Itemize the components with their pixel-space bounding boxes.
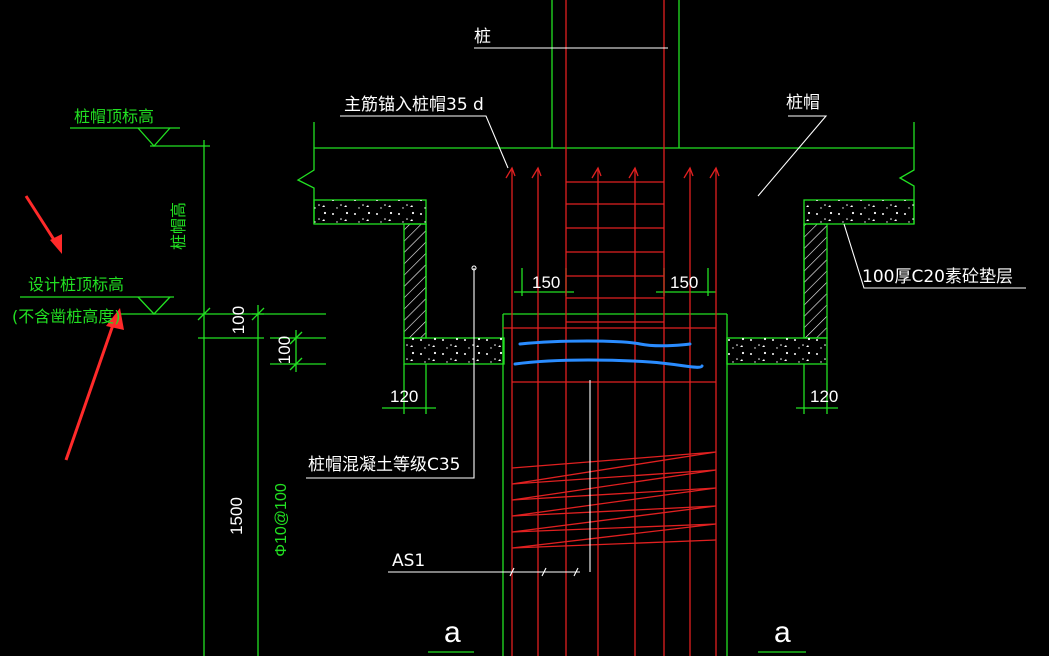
dim-150-right: 150	[670, 273, 698, 292]
label-as1: AS1	[392, 551, 425, 571]
label-rebar-spec: Φ10@100	[273, 483, 290, 557]
label-design-pile-top: 设计桩顶标高	[28, 275, 124, 294]
leader-lines	[306, 47, 1026, 577]
dim-1500: 1500	[227, 497, 246, 535]
label-rebar-anchor: 主筋锚入桩帽35 d	[344, 95, 484, 115]
label-column: 桩	[474, 27, 491, 47]
label-concrete-grade: 桩帽混凝土等级C35	[308, 455, 461, 475]
label-design-pile-top-note: (不含凿桩高度)	[12, 307, 121, 326]
highlight-strokes	[513, 339, 704, 369]
annotation-arrows	[24, 195, 124, 461]
label-cushion: 100厚C20素砼垫层	[862, 267, 1013, 287]
section-mark-right: a	[774, 616, 791, 649]
dim-100-a: 100	[229, 306, 248, 334]
dim-150-left: 150	[532, 273, 560, 292]
dim-100-b: 100	[275, 336, 294, 364]
left-wall-hatch	[403, 223, 427, 339]
right-wall-hatch	[803, 223, 828, 339]
label-cap-height: 桩帽高	[169, 202, 188, 250]
label-cap-top-elev: 桩帽顶标高	[74, 107, 154, 126]
rebar-cage	[503, 0, 720, 656]
dim-120-right: 120	[810, 387, 838, 406]
section-mark-left: a	[444, 616, 461, 649]
dim-120-left: 120	[390, 387, 418, 406]
label-cap: 桩帽	[786, 93, 820, 113]
